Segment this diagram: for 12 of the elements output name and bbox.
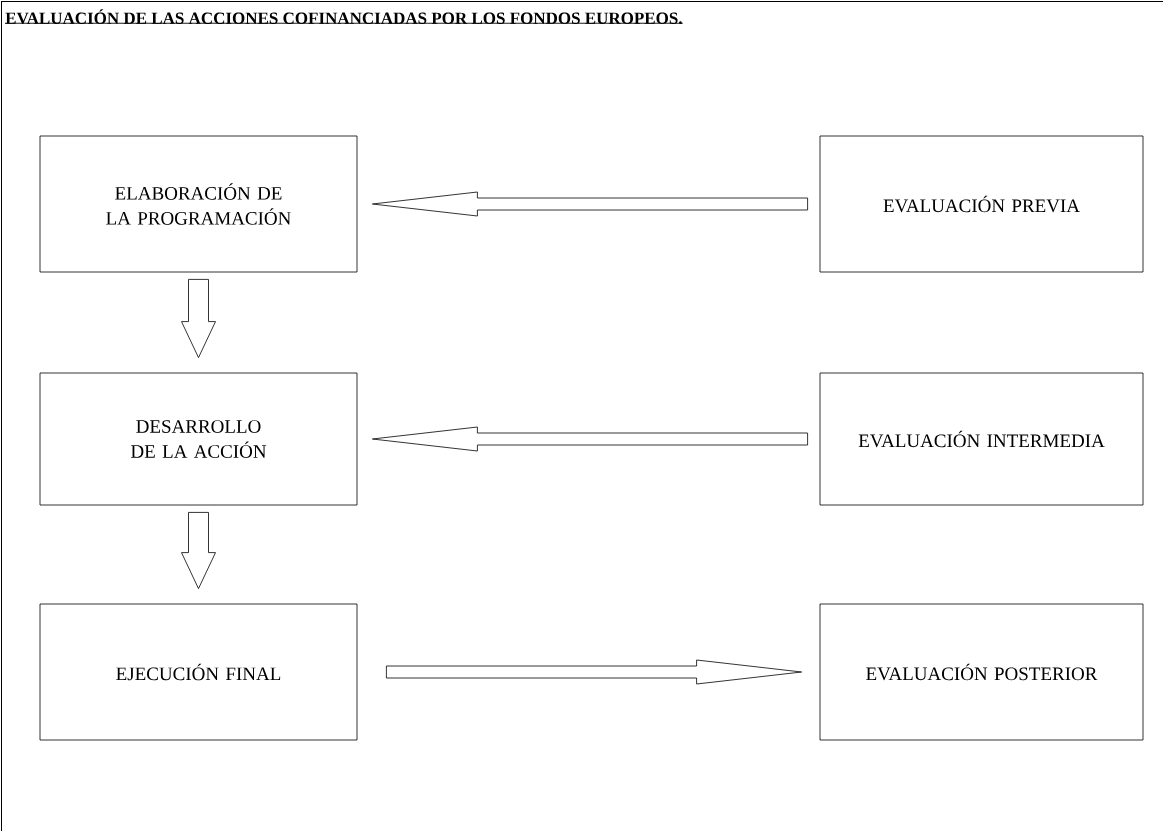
block-arrow xyxy=(181,512,216,589)
title: EVALUACIÓN DE LAS ACCIONES COFINANCIADAS POR LOS FONDOS EUROPEOS. xyxy=(4,9,684,25)
process-box: ELABORACIÓN DE LA PROGRAMACIÓN xyxy=(39,135,358,273)
block-arrow xyxy=(372,191,808,217)
process-box: EVALUACIÓN POSTERIOR xyxy=(819,603,1144,741)
process-box: EJECUCIÓN FINAL xyxy=(39,603,358,741)
process-box: EVALUACIÓN INTERMEDIA xyxy=(819,372,1144,506)
process-box: DESARROLLO DE LA ACCIÓN xyxy=(39,372,358,506)
block-arrow xyxy=(386,659,802,685)
block-arrow xyxy=(372,426,808,452)
block-arrow xyxy=(181,279,216,358)
process-box: EVALUACIÓN PREVIA xyxy=(819,135,1144,273)
